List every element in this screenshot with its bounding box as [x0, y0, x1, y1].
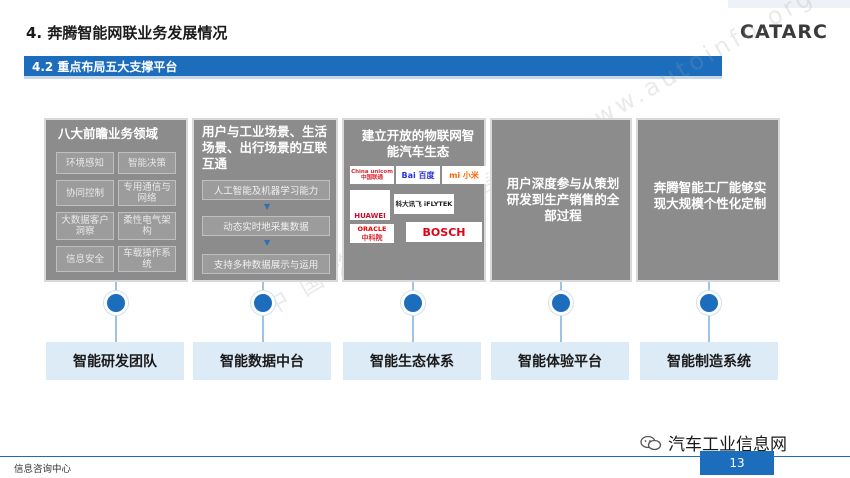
area-cell: 专用通信与网络: [118, 180, 176, 206]
box-ecosystem: 建立开放的物联网智能汽车生态 China unicom 中国联通 Bai 百度 …: [342, 118, 486, 282]
page-title: 4. 奔腾智能网联业务发展情况: [26, 24, 228, 42]
wechat-icon: [640, 435, 662, 450]
connector-dot-icon: [104, 291, 128, 315]
box-title: 建立开放的物联网智能汽车生态: [361, 128, 475, 159]
section-subtitle-bar: 4.2 重点布局五大支撑平台: [24, 56, 722, 76]
area-cell: 协同控制: [56, 180, 114, 206]
connector-dot-icon: [697, 291, 721, 315]
partner-logo-xiaomi: mi 小米: [442, 166, 486, 184]
connector-dot-icon: [401, 291, 425, 315]
partner-logo-cas: 中科院: [350, 233, 394, 243]
partner-logo-bosch: BOSCH: [406, 222, 482, 242]
area-cell: 智能决策: [118, 152, 176, 174]
capability-row: 人工智能及机器学习能力: [202, 180, 330, 200]
wechat-account: 汽车工业信息网: [640, 430, 787, 455]
box-scenario-connectivity: 用户与工业场景、生活场景、出行场景的互联互通 人工智能及机器学习能力 ▼ 动态实…: [192, 118, 338, 282]
area-cell: 柔性电气架构: [118, 212, 176, 240]
section-subtitle: 4.2 重点布局五大支撑平台: [32, 60, 178, 74]
partner-logos: China unicom 中国联通 Bai 百度 mi 小米 HUAWEI 科大…: [350, 166, 486, 246]
platform-label: 智能制造系统: [640, 342, 778, 380]
area-cell: 环境感知: [56, 152, 114, 174]
partner-logo-iflytek: 科大讯飞 iFLYTEK: [394, 194, 454, 214]
area-cell: 车载操作系统: [118, 246, 176, 272]
logo-text: CATARC: [740, 21, 828, 42]
connector-dot-icon: [251, 291, 275, 315]
box-research-areas: 八大前瞻业务领域 环境感知 智能决策 协同控制 专用通信与网络 大数据客户洞察 …: [44, 118, 188, 282]
box-title: 八大前瞻业务领域: [58, 126, 159, 141]
arrow-down-icon: ▼: [264, 202, 271, 211]
platform-label: 智能生态体系: [343, 342, 481, 380]
partner-logo-huawei: HUAWEI: [350, 190, 390, 220]
logo-bar: [728, 0, 850, 8]
box-smart-factory: 奔腾智能工厂能够实现大规模个性化定制: [636, 118, 780, 282]
box-title: 用户深度参与从策划研发到生产销售的全部过程: [506, 176, 620, 223]
page-number: 13: [700, 451, 774, 475]
platform-label: 智能研发团队: [46, 342, 184, 380]
arrow-down-icon: ▼: [264, 238, 271, 247]
wechat-name: 汽车工业信息网: [668, 435, 787, 455]
catarc-logo-icon: CATARC: [740, 21, 828, 42]
box-title: 用户与工业场景、生活场景、出行场景的互联互通: [202, 124, 328, 171]
footer-line: [0, 456, 850, 457]
platform-label: 智能体验平台: [491, 342, 629, 380]
connector-dot-icon: [549, 291, 573, 315]
partner-logo-unicom: China unicom 中国联通: [350, 166, 394, 184]
box-user-participation: 用户深度参与从策划研发到生产销售的全部过程: [490, 118, 632, 282]
platform-label: 智能数据中台: [193, 342, 331, 380]
area-cell: 大数据客户洞察: [56, 212, 114, 240]
capability-row: 动态实时地采集数据: [202, 216, 330, 236]
partner-logo-baidu: Bai 百度: [396, 166, 440, 184]
box-title: 奔腾智能工厂能够实现大规模个性化定制: [653, 180, 767, 211]
partner-logo-oracle: ORACLE: [350, 224, 394, 233]
footer-source: 信息咨询中心: [14, 464, 72, 475]
subtitle-shadow: [24, 76, 722, 79]
area-cell: 信息安全: [56, 246, 114, 272]
capability-row: 支持多种数据展示与运用: [202, 254, 330, 274]
